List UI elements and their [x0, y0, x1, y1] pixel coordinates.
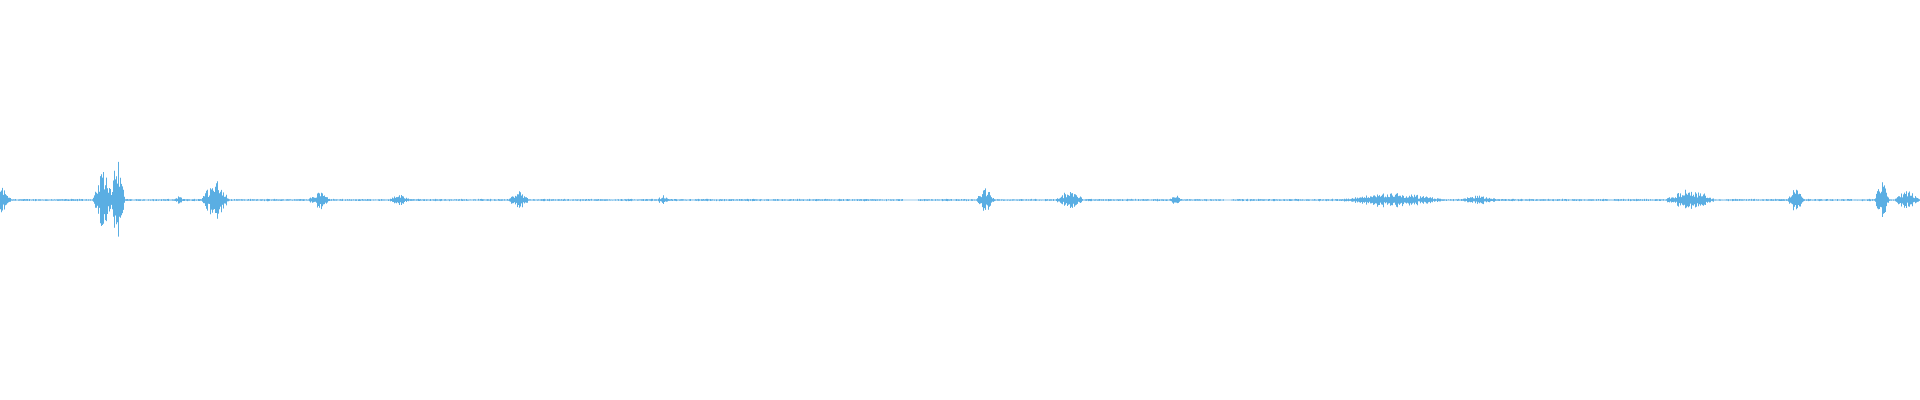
waveform-samples — [0, 161, 1920, 237]
waveform-path — [0, 161, 1920, 237]
